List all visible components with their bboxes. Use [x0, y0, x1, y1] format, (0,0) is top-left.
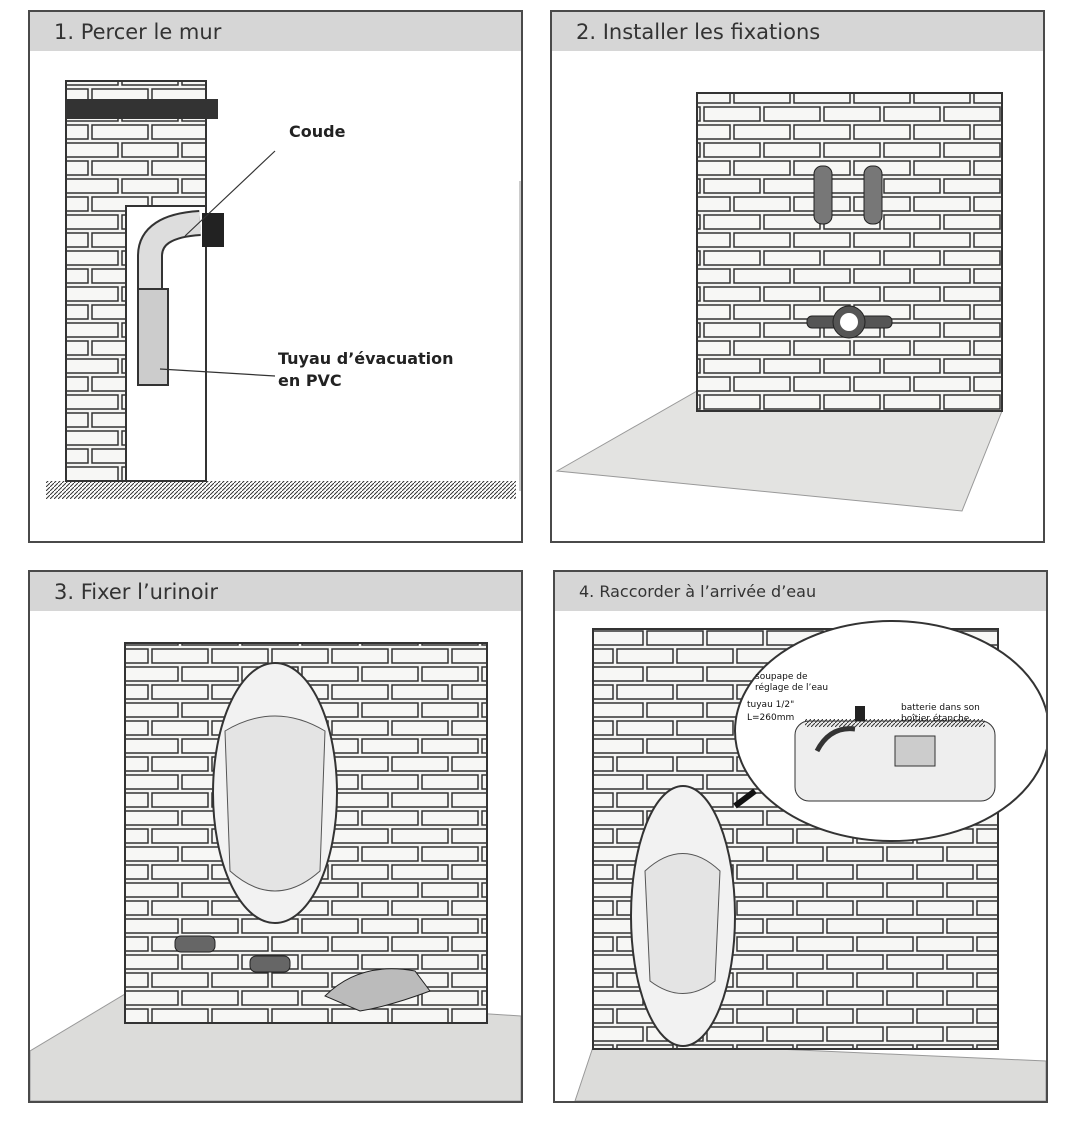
step-2-panel: 2. Installer les fixations	[550, 10, 1045, 543]
horizontal-pipe	[66, 99, 218, 119]
hose	[814, 726, 856, 753]
bracket-right	[863, 165, 883, 225]
arrow-icon	[733, 788, 757, 809]
bolt-left	[174, 935, 216, 953]
step-4-title: 4. Raccorder à l’arrivée d’eau	[555, 572, 1046, 611]
step-4-panel: 4. Raccorder à l’arrivée d’eau soupape d…	[553, 570, 1048, 1103]
step-3-title: 3. Fixer l’urinoir	[30, 572, 521, 611]
step-3-panel: 3. Fixer l’urinoir	[28, 570, 523, 1103]
water-connection-illustration	[574, 620, 1046, 1101]
fixings-illustration	[555, 92, 1003, 512]
battery-label-line2: boîtier étanche	[901, 714, 970, 724]
pipe-label-line1: Tuyau d’évacuation	[278, 349, 454, 368]
step-1-panel: 1. Percer le mur Coude Tuyau d’évacuatio…	[28, 10, 523, 543]
valve-label-line1: soupape de	[755, 672, 808, 682]
hose-label-line2: L=260mm	[747, 713, 795, 723]
valve-icon	[855, 706, 865, 721]
fix-urinal-illustration	[30, 642, 521, 1101]
bracket-left	[813, 165, 833, 225]
pipe-label-line2: en PVC	[278, 371, 342, 390]
bolt-right	[249, 955, 291, 973]
elbow-label: Coude	[289, 122, 346, 141]
battery-box	[894, 735, 936, 767]
wrench-icon	[324, 968, 431, 1012]
brick-wall	[696, 92, 1003, 412]
tiled-floor	[574, 1040, 1046, 1101]
hose-label-line1: tuyau 1/2"	[747, 700, 795, 710]
valve-label-line2: réglage de l’eau	[755, 683, 829, 693]
step-2-title: 2. Installer les fixations	[552, 12, 1043, 51]
battery-label-line1: batterie dans son	[901, 703, 980, 713]
floor-hatch	[46, 481, 516, 499]
pvc-pipe	[137, 288, 169, 386]
drill-wall-illustration	[46, 80, 521, 499]
step-1-title: 1. Percer le mur	[30, 12, 521, 51]
